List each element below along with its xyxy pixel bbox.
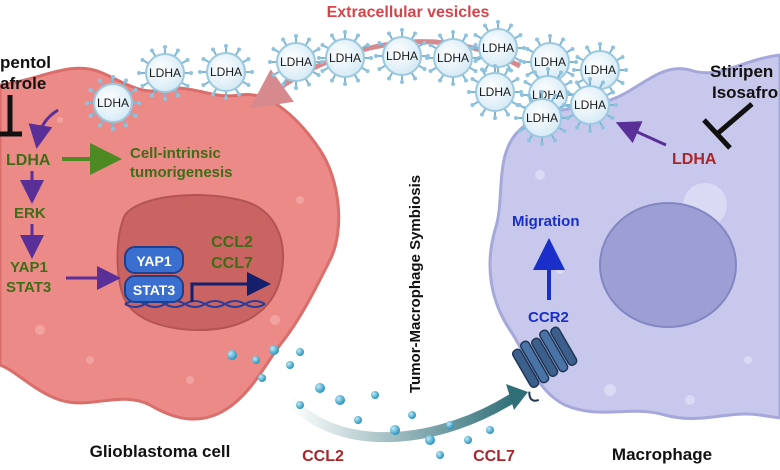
vesicle-ldha-label: LDHA [149,66,181,80]
macrophage-nucleus [599,202,737,328]
ldha-to-vesicle-arrow [615,121,667,147]
vesicle-ldha-label: LDHA [534,55,566,69]
chemokine-arrowhead [506,384,528,410]
nucleus-yap1-pill [124,246,184,274]
dna-strand-complement [124,300,266,308]
chemokine-particle [390,425,400,435]
migration-label: Migration [512,213,580,230]
vesicle-ldha-label: LDHA [479,85,511,99]
chemokine-particle [252,356,260,364]
ccl7-secreted-label: CCL7 [473,448,515,465]
cell-texture-dots [35,117,304,384]
gbm-stat3-label: STAT3 [6,279,51,296]
ccr2-label: CCR2 [528,309,569,326]
vesicle-ldha-label: LDHA [280,55,312,69]
symbiosis-label: Tumor-Macrophage Symbiosis [407,175,424,393]
vesicle-ldha-label: LDHA [482,41,514,55]
vesicle-ldha-label: LDHA [329,51,361,65]
macrophage-inhibitor-line1: Stiripen [710,62,773,81]
ccr2-receptor-icon [511,326,578,402]
ldha-vesicle: LDHA [374,28,430,84]
nucleus-yap1-label: YAP1 [136,253,172,269]
chemokine-particle [315,383,325,393]
gbm-inhibitor-line2: afrole [0,74,46,93]
chemokine-particle [227,350,237,360]
dna-strand [124,300,266,308]
chemokine-particle [425,435,435,445]
vesicle-ldha-label: LDHA [97,96,129,110]
vesicle-ldha-label: LDHA [386,49,418,63]
ldha-vesicle: LDHA [562,77,618,133]
ldha-vesicle: LDHA [85,75,141,131]
macrophage-cell-label: Macrophage [612,445,712,464]
chemokine-particles [227,345,494,459]
chemokine-particle [335,395,345,405]
outcome-line2: tumorigenesis [130,164,233,181]
chemokine-particle [486,426,494,434]
outcome-line1: Cell-intrinsic [130,145,221,162]
chemokine-secretion-arrow [286,391,519,443]
chemokine-particle [286,361,294,369]
nucleus-ccl2-label: CCL2 [211,234,253,251]
vesicle-ldha-label: LDHA [210,65,242,79]
chemokine-particle [436,451,444,459]
ldha-vesicle: LDHA [137,45,193,101]
chemokine-particle [258,374,266,382]
ldha-vesicle: LDHA [268,34,324,90]
vesicle-ldha-label: LDHA [437,51,469,65]
chemokine-particle [354,416,362,424]
chemokine-particle [446,421,454,429]
ldha-vesicle: LDHA [317,30,373,86]
vesicle-ldha-label: LDHA [574,98,606,112]
ldha-vesicle: LDHA [425,30,481,86]
gbm-yap1-label: YAP1 [10,259,48,276]
chemokine-particle [371,391,379,399]
chemokine-particle [296,348,304,356]
vesicle-ldha-label: LDHA [526,111,558,125]
vesicle-to-ldha-arrow [28,108,59,149]
gbm-inhibitor-line1: pentol [0,53,51,72]
chemokine-particle [408,411,416,419]
extracellular-vesicles-title: Extracellular vesicles [327,4,490,21]
vesicle-cluster: LDHA LDHA LDHA LDHA LDHA LDHA LDHA LDHA LDHA LDHA… [85,20,628,146]
macrophage-inhibitor-line2: Isosafro [712,83,778,102]
macrophage-inhibition-bar [702,102,754,150]
chemokine-particle [269,345,279,355]
nucleus-stat3-pill [124,275,184,303]
ccl2-secreted-label: CCL2 [302,448,344,465]
gbm-erk-label: ERK [14,205,46,222]
ldha-vesicle: LDHA [467,64,523,120]
macrophage-ldha-label: LDHA [672,151,717,168]
ldha-vesicle: LDHA [514,90,570,146]
chemokine-particle [296,401,304,409]
glioblastoma-cell-label: Glioblastoma cell [90,442,231,461]
ldha-vesicle: LDHA [470,20,526,76]
ldha-vesicle: LDHA [198,44,254,100]
chemokine-particle [464,436,472,444]
nucleus-stat3-label: STAT3 [133,282,175,298]
gbm-inhibition-bar [0,95,22,137]
transcription-arrow [190,272,271,302]
nucleus-ccl7-label: CCL7 [211,255,253,272]
gbm-ldha-label: LDHA [6,152,51,169]
vesicle-ldha-label: LDHA [584,63,616,77]
